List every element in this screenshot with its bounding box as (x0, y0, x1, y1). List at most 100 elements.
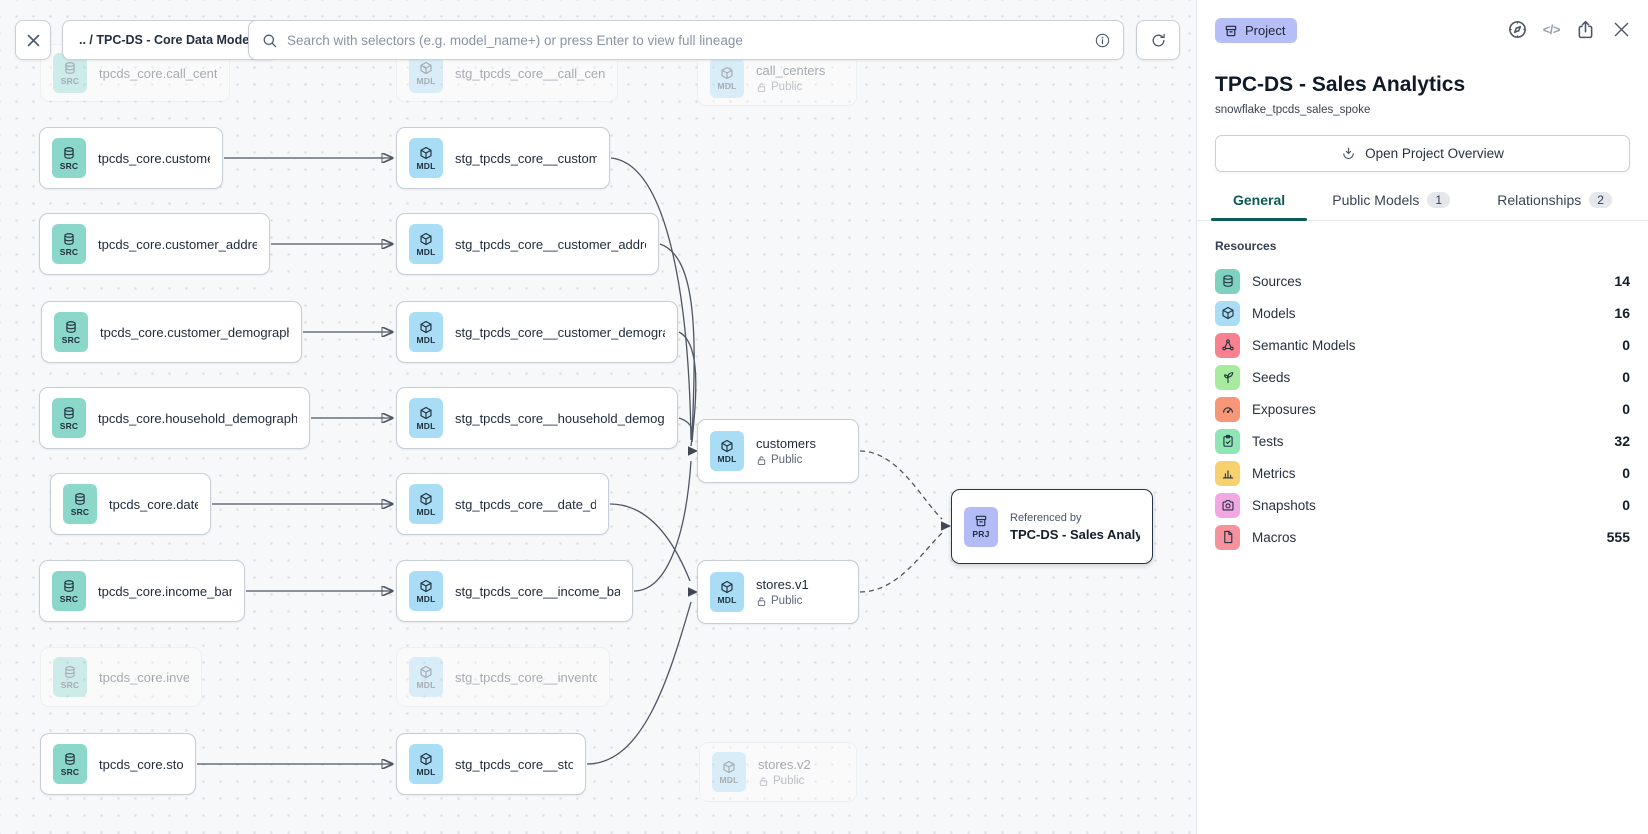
search-bar[interactable] (248, 20, 1124, 60)
node-note: Referenced by (1010, 511, 1082, 524)
resource-row-snapshots[interactable]: Snapshots 0 (1215, 489, 1630, 521)
resource-label: Metrics (1252, 465, 1296, 481)
tab-count-badge: 1 (1427, 192, 1451, 208)
node-type-badge: MDL (409, 398, 443, 438)
resource-row-seeds[interactable]: Seeds 0 (1215, 361, 1630, 393)
refresh-icon (1150, 32, 1167, 49)
graph-node[interactable]: MDL stg_tpcds_core__date_dim (396, 473, 609, 535)
tab-general[interactable]: General (1210, 192, 1308, 221)
search-input[interactable] (287, 32, 1085, 48)
code-icon[interactable]: </> (1542, 22, 1561, 37)
resource-label: Seeds (1252, 369, 1291, 385)
database-icon (63, 752, 77, 766)
node-type-badge: SRC (53, 744, 87, 784)
node-label: stores.v1 (756, 577, 809, 592)
resource-count: 16 (1614, 305, 1630, 321)
archive-icon (974, 514, 988, 528)
node-label: tpcds_core.inventory (99, 669, 189, 685)
info-icon[interactable] (1094, 32, 1111, 49)
database-icon (73, 492, 87, 506)
node-label: stg_tpcds_core__customer_demogra… (455, 324, 665, 340)
node-type-badge: SRC (52, 398, 86, 438)
resource-row-exposures[interactable]: Exposures 0 (1215, 393, 1630, 425)
resources-list: Sources 14 Models 16 Semantic Models 0 S… (1215, 265, 1630, 553)
resource-label: Tests (1252, 433, 1284, 449)
resource-count: 14 (1614, 273, 1630, 289)
resource-type-badge: Project (1215, 18, 1298, 43)
graph-node[interactable]: MDL stg_tpcds_core__household_demogr… (396, 387, 678, 449)
tab-relationships[interactable]: Relationships 2 (1479, 192, 1630, 220)
resource-count: 0 (1622, 497, 1630, 513)
node-type-badge: MDL (409, 744, 443, 784)
panel-tabs: General Public Models 1 Relationships 2 (1197, 192, 1648, 221)
node-type-badge: SRC (53, 657, 87, 697)
node-label: stg_tpcds_core__date_dim (455, 496, 596, 512)
database-icon (63, 61, 77, 75)
resource-row-macros[interactable]: Macros 555 (1215, 521, 1630, 553)
graph-node[interactable]: SRC tpcds_core.inventory (40, 647, 202, 707)
tab-label: Relationships (1497, 192, 1582, 208)
project-detail-panel: Project </> TPC-DS - Sales Analytics sno… (1196, 0, 1648, 834)
refresh-lineage-button[interactable] (1136, 20, 1180, 60)
resource-row-models[interactable]: Models 16 (1215, 297, 1630, 329)
node-label: stg_tpcds_core__household_demogr… (455, 410, 665, 426)
database-icon (1221, 274, 1235, 288)
node-type-badge: MDL (409, 484, 443, 524)
resource-count: 32 (1614, 433, 1630, 449)
seedling-icon (1221, 370, 1235, 384)
tab-count-badge: 2 (1589, 192, 1612, 208)
tab-public-models[interactable]: Public Models 1 (1314, 192, 1468, 220)
resource-label: Models (1252, 305, 1296, 321)
clipboard-check-icon (1221, 434, 1235, 448)
node-type-badge: SRC (52, 571, 86, 611)
semantic-graph-icon (1221, 338, 1235, 352)
gauge-icon (1221, 402, 1235, 416)
node-type-badge: MDL (712, 752, 746, 792)
bar-chart-icon (1221, 466, 1235, 480)
close-lineage-button[interactable] (15, 20, 51, 60)
lock-open-icon (758, 776, 769, 787)
database-icon (64, 320, 78, 334)
breadcrumb-label: .. / TPC-DS - Core Data Models (79, 33, 260, 47)
node-access: Public (758, 775, 811, 787)
breadcrumb[interactable]: .. / TPC-DS - Core Data Models (62, 20, 277, 60)
open-project-overview-button[interactable]: Open Project Overview (1215, 135, 1630, 172)
database-icon (62, 146, 76, 160)
node-label: stg_tpcds_core__customer_address (455, 236, 646, 252)
cube-icon (720, 439, 734, 453)
node-label: stg_tpcds_core__income_band (455, 583, 620, 599)
node-type-badge: PRJ (964, 506, 998, 547)
node-access: Public (756, 81, 825, 93)
cube-icon (419, 232, 433, 246)
resource-row-metrics[interactable]: Metrics 0 (1215, 457, 1630, 489)
resource-label: Exposures (1252, 401, 1316, 417)
node-type-badge: MDL (409, 138, 443, 178)
resource-row-semantic-models[interactable]: Semantic Models 0 (1215, 329, 1630, 361)
cube-icon (419, 492, 433, 506)
resource-row-sources[interactable]: Sources 14 (1215, 265, 1630, 297)
graph-node[interactable]: SRC tpcds_core.store (40, 733, 196, 795)
resource-count: 0 (1622, 369, 1630, 385)
close-panel-icon[interactable] (1611, 19, 1632, 40)
resource-row-tests[interactable]: Tests 32 (1215, 425, 1630, 457)
explore-compass-icon[interactable] (1507, 19, 1528, 40)
share-export-icon[interactable] (1575, 19, 1596, 40)
node-label: tpcds_core.store (99, 756, 183, 772)
resource-count: 0 (1622, 401, 1630, 417)
